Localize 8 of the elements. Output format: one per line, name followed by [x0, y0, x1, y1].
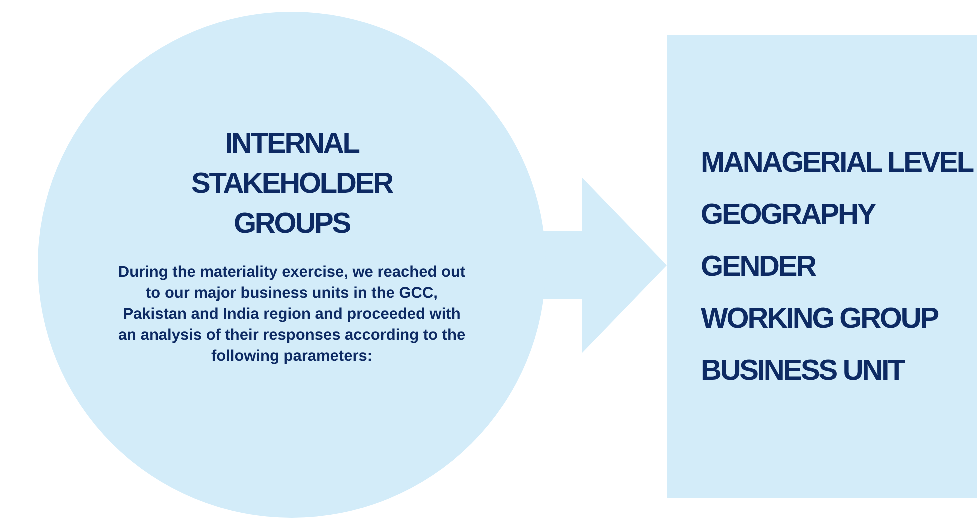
- parameter-item: BUSINESS UNIT: [701, 354, 906, 388]
- parameter-item: GENDER: [701, 250, 817, 284]
- parameter-item: WORKING GROUP: [701, 302, 940, 336]
- parameter-item: MANAGERIAL LEVEL: [701, 146, 974, 180]
- heading: INTERNAL STAKEHOLDER GROUPS: [190, 126, 394, 242]
- description: During the materiality exercise, we reached out to our major business units in the GCC, Pakistan and India region and proceeded with an analysis of their responses according to the following parameters:: [117, 262, 467, 366]
- parameter-box: [667, 35, 977, 498]
- parameter-item: GEOGRAPHY: [701, 198, 877, 232]
